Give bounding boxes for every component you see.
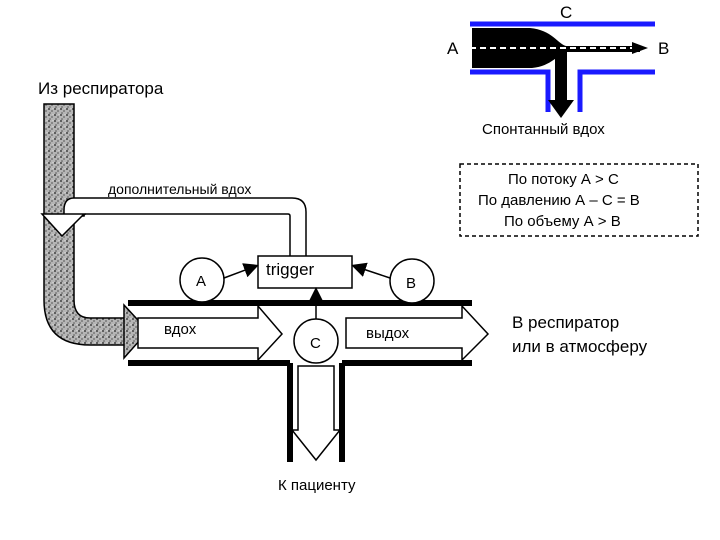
rules-box-border: [459, 163, 699, 237]
rule-flow: По потоку А > С: [508, 171, 619, 188]
inset-down-arrowhead: [548, 100, 574, 118]
sensor-b: [389, 258, 435, 304]
sensor-c-label: С: [310, 335, 321, 352]
exhale-arrow: [345, 304, 490, 362]
to-patient-arrow: [290, 365, 342, 462]
link-b-to-trigger: [351, 262, 391, 279]
link-a-to-trigger: [223, 263, 259, 279]
inset-left-wall: [470, 69, 551, 112]
inset-label-b: В: [658, 39, 669, 58]
inset-arrow-b: [632, 42, 648, 54]
trigger-box: [257, 255, 353, 289]
label-inhale: вдох: [164, 321, 197, 338]
inset-right-wall: [577, 69, 655, 112]
label-to-respirator-1: В респиратор: [512, 313, 619, 332]
inset-down-flow: [555, 50, 567, 102]
rules-box: По потоку А > С По давлению А – С = В По…: [459, 163, 699, 237]
inhale-arrow: [137, 303, 284, 362]
label-exhale: выдох: [366, 325, 410, 342]
additional-breath-arrowhead: [40, 213, 86, 238]
label-spontaneous-breath: Спонтанный вдох: [482, 121, 605, 138]
trigger-label: trigger: [266, 260, 315, 279]
sensor-a: [179, 257, 225, 303]
inset-label-c: С: [560, 3, 572, 22]
rule-pressure: По давлению А – С = В: [478, 192, 640, 209]
label-to-patient: К пациенту: [278, 477, 356, 494]
supply-pipe-arrowhead: [123, 303, 150, 360]
label-to-respirator-2: или в атмосферу: [512, 337, 648, 356]
rule-volume: По объему А > В: [504, 213, 621, 230]
inset-diagram: С А В: [447, 3, 669, 118]
sensor-b-label: В: [406, 275, 416, 292]
label-additional-breath: дополнительный вдох: [108, 181, 251, 197]
inset-label-a: А: [447, 39, 459, 58]
additional-breath-loop: [63, 197, 307, 259]
label-from-respirator: Из респиратора: [38, 79, 164, 98]
sensor-a-label: А: [196, 273, 206, 290]
